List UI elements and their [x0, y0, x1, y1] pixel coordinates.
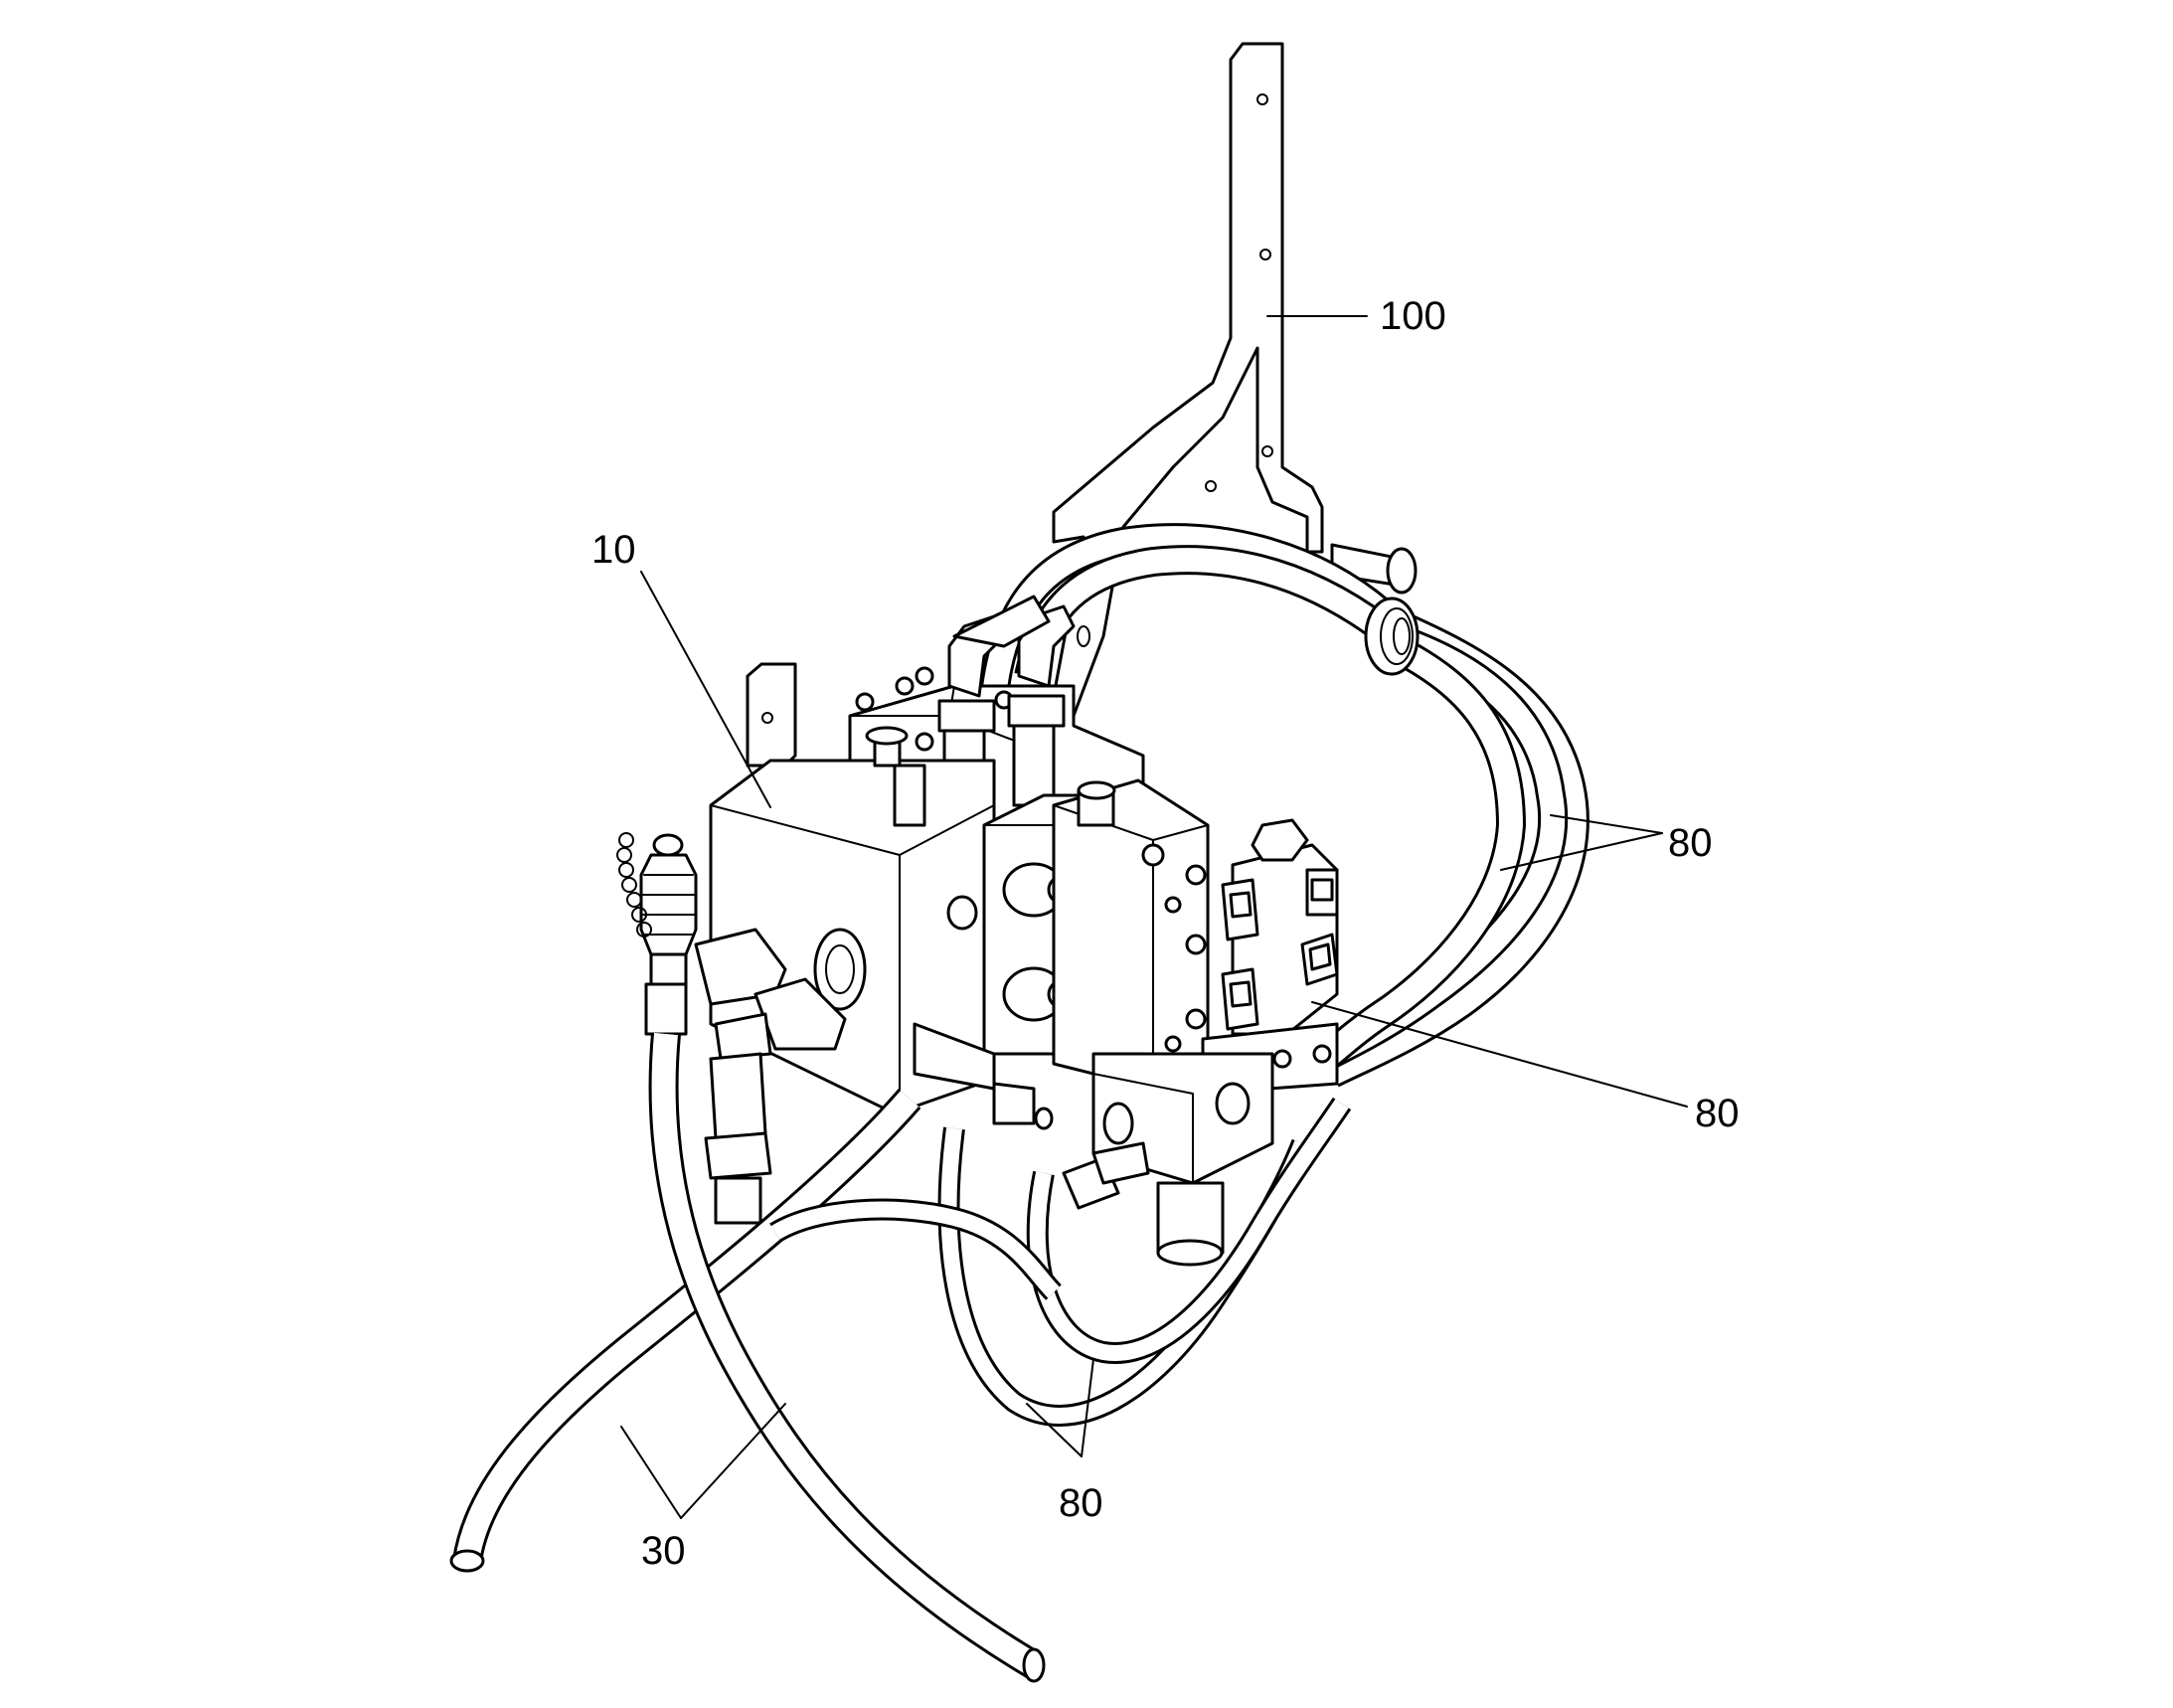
leader-80-lower-b: [1081, 1358, 1094, 1457]
back-plate: [746, 662, 797, 768]
leader-30-b: [680, 1403, 786, 1519]
front-fittings: [694, 928, 1054, 1225]
label-100: 100: [1380, 294, 1446, 338]
leader-80-upper-a: [1550, 814, 1663, 834]
solenoid-valves: [1201, 818, 1339, 1096]
leader-10: [640, 571, 771, 808]
label-80-lower: 80: [1059, 1481, 1103, 1525]
leader-80-lower-a: [1026, 1403, 1083, 1457]
hose-loop-lower: [769, 1097, 1352, 1427]
quick-coupler: [616, 832, 698, 1036]
right-valve-block: [1052, 778, 1210, 1091]
leader-80-upper-b: [1500, 832, 1663, 871]
label-80-middle: 80: [1695, 1092, 1740, 1135]
leader-30-a: [620, 1426, 682, 1519]
label-10: 10: [591, 528, 636, 572]
lower-left-lines: [449, 1032, 1046, 1683]
leader-lines: [620, 315, 1688, 1519]
label-80-upper: 80: [1668, 821, 1713, 865]
leader-80-middle: [1311, 1001, 1688, 1108]
label-30: 30: [641, 1529, 686, 1573]
hose-loop-upper: [979, 523, 1589, 1088]
